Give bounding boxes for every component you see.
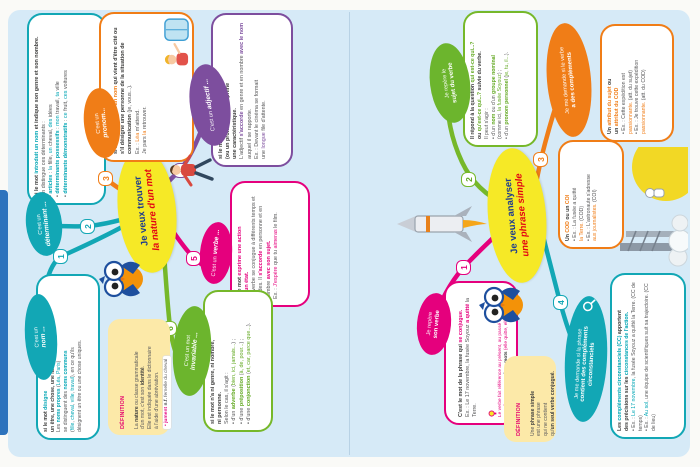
bubble-cod-coi-text: Un COD ou un COI • Ex. : La fusée a quit… <box>565 174 599 241</box>
definition-text: La nature ou classe grammaticale d'un mo… <box>133 346 160 429</box>
bubble-verbe: si le mot exprime une action ou un état.… <box>230 181 310 307</box>
bubble-attribut-text: Un attribut du sujet ou un attribut du C… <box>607 59 648 134</box>
window-scene-icon <box>164 18 189 66</box>
bubble-sujet-text: Il répond à la question qui est-ce qui..… <box>470 41 511 139</box>
definition-box-phrase: DÉFINITION Une phrase simple est une phr… <box>504 356 556 442</box>
bubble-attribut: Un attribut du sujet ou un attribut du C… <box>600 24 674 142</box>
definition-box-nature: DÉFINITION La nature ou classe grammatic… <box>108 319 172 435</box>
launchpad-icon <box>620 147 688 267</box>
definition2-title: DÉFINITION <box>515 402 522 436</box>
dictionary-entry-chip: • jument n.f. femelle du cheval <box>162 355 172 429</box>
lightbulb-icon <box>488 410 497 417</box>
badge-step-2: 2 <box>80 219 95 234</box>
bubble-invariable-text: si le mot n'a ni genre, ni nombre, ni pe… <box>210 322 252 424</box>
definition2-text: Une phrase simple est une phrase qui ne … <box>529 371 556 436</box>
bubble-cc-text: Les compléments circonstanciels (CC) app… <box>617 282 658 431</box>
definition-title: DÉFINITION <box>119 395 126 429</box>
owl-mascot-icon-2 <box>479 286 523 324</box>
bubble-determinant-text: si le mot introduit un nom et indique so… <box>34 36 69 197</box>
node-cc-label: contient des compléments circonstanciels <box>579 326 597 402</box>
node-adjectif-pre: C'est un <box>207 110 217 132</box>
tip-note: Le verbe fait référence au présent, au p… <box>482 289 511 417</box>
badge-step-5: 5 <box>186 251 201 266</box>
node-adjectif-label: adjectif ... <box>202 78 214 110</box>
magnifier-icon <box>582 299 596 312</box>
node-nom-label: nom ... <box>39 325 49 348</box>
bubble-sujet: Il répond à la question qui est-ce qui..… <box>463 11 538 147</box>
node-verbe-pre: C'est un <box>210 255 219 277</box>
badge-step2-2: 2 <box>461 172 476 187</box>
node-nom-pre: C'est un <box>33 326 41 348</box>
rocket-icon <box>397 206 487 242</box>
bubble-invariable: si le mot n'a ni genre, ni nombre, ni pe… <box>203 290 273 432</box>
badge-step2-3: 3 <box>533 152 548 167</box>
bubble-verbe-phrase-text: C'est le mot de la phrase qui se conjugu… <box>458 298 479 417</box>
bubble-cc: Les compléments circonstanciels (CC) app… <box>610 273 686 439</box>
bubble-verbe-text: si le mot exprime une action ou un état.… <box>237 196 279 299</box>
badge-step2-4: 4 <box>553 295 568 310</box>
badge-step-3: 3 <box>98 171 113 186</box>
badge-step2-1: 1 <box>456 260 471 275</box>
walking-man-icon <box>170 154 214 187</box>
node-verbe-label: verbe ... <box>212 229 222 255</box>
bubble-pronom: si le mot remplace un nom qui vient d'êt… <box>99 12 194 162</box>
owl-mascot-icon <box>99 260 143 298</box>
bubble-verbe-phrase: C'est le mot de la phrase qui se conjugu… <box>444 281 518 425</box>
